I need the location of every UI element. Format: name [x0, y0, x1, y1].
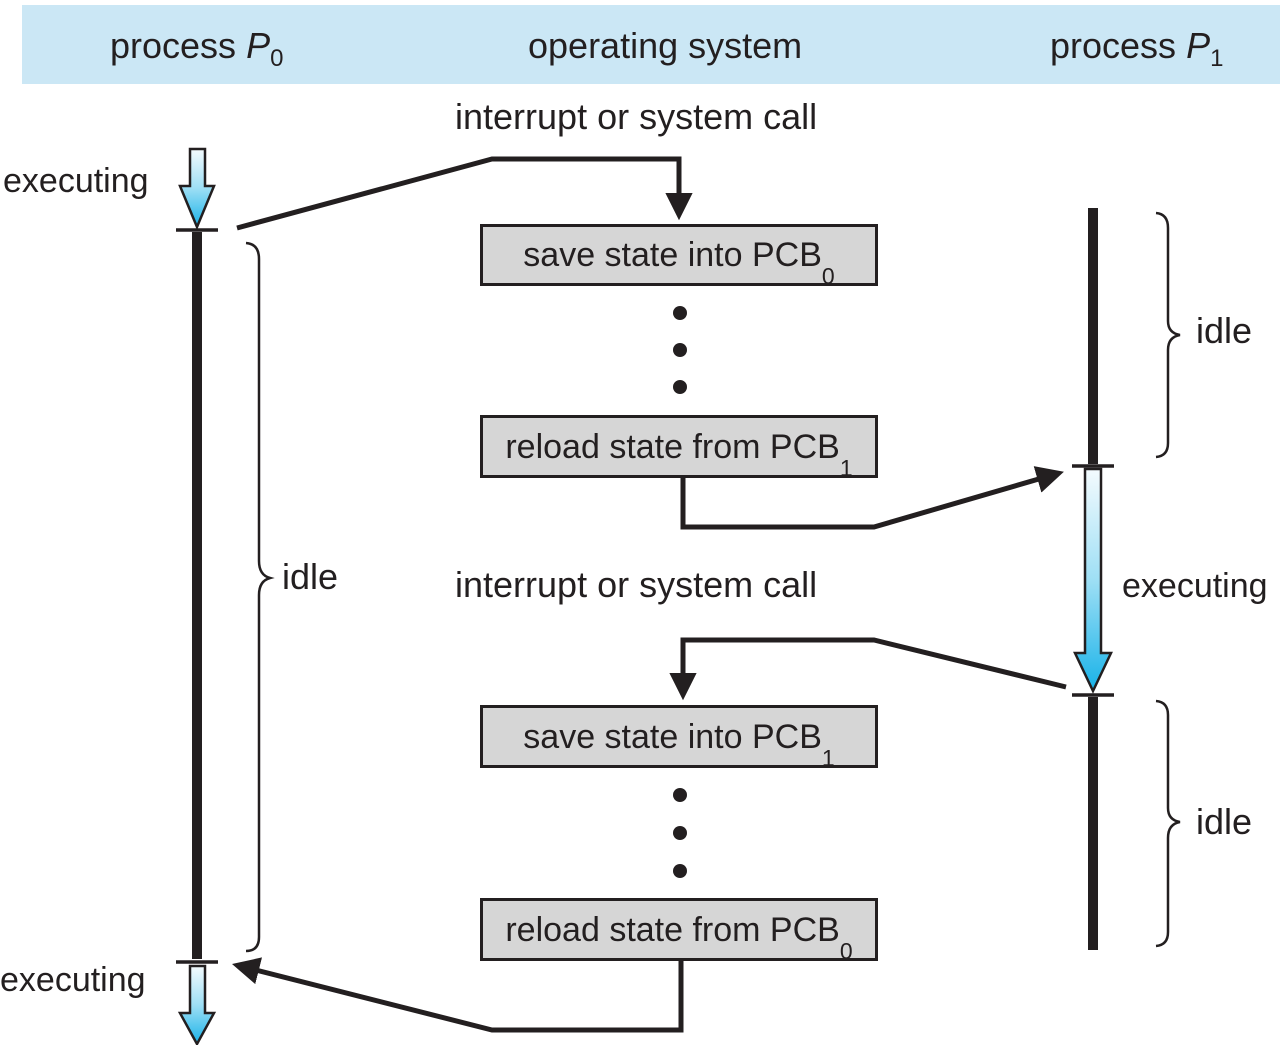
ellipsis-dots-lower — [673, 788, 687, 878]
idle-brace-p1-bottom — [1155, 699, 1181, 948]
box-save-pcb1-subscript: 1 — [821, 745, 835, 771]
box-reload-pcb1-subscript: 1 — [839, 455, 853, 481]
executing-label-p1: executing — [1122, 567, 1268, 605]
executing-arrow-p0-top — [178, 147, 216, 231]
idle-label-p0: idle — [282, 556, 339, 597]
interrupt-label-top: interrupt or system call — [455, 96, 818, 137]
p0-subscript: 0 — [270, 45, 284, 72]
connector-reload-pcb0-to-p0 — [232, 957, 684, 1033]
idle-label-p1-bottom: idle — [1196, 801, 1253, 842]
executing-label-p0-top: executing — [3, 162, 149, 200]
p1-symbol: P — [1186, 25, 1211, 66]
idle-brace-p0 — [245, 241, 275, 953]
interrupt-label-middle: interrupt or system call — [455, 564, 818, 605]
connector-p1-to-save-pcb1 — [669, 637, 1067, 701]
p0-symbol: P — [246, 25, 271, 66]
idle-label-p1-top: idle — [1196, 310, 1253, 351]
header-process-p0: process P0 — [110, 25, 284, 72]
idle-brace-p1-top — [1155, 211, 1181, 459]
ellipsis-dots-upper — [673, 306, 687, 394]
connector-p0-to-save-pcb0 — [236, 156, 693, 231]
header-band: process P0 operating system process P1 — [22, 5, 1280, 84]
connector-reload-pcb1-to-p1 — [680, 466, 1064, 530]
box-reload-pcb0-subscript: 0 — [839, 938, 853, 964]
executing-arrow-p0-bottom — [177, 964, 217, 1045]
header-process-p1: process P1 — [1050, 25, 1224, 72]
executing-label-p0-bottom: executing — [0, 961, 146, 999]
executing-arrow-p1 — [1073, 467, 1113, 694]
p1-subscript: 1 — [1210, 45, 1224, 72]
box-save-pcb0-subscript: 0 — [821, 263, 835, 289]
header-operating-system: operating system — [528, 25, 803, 66]
